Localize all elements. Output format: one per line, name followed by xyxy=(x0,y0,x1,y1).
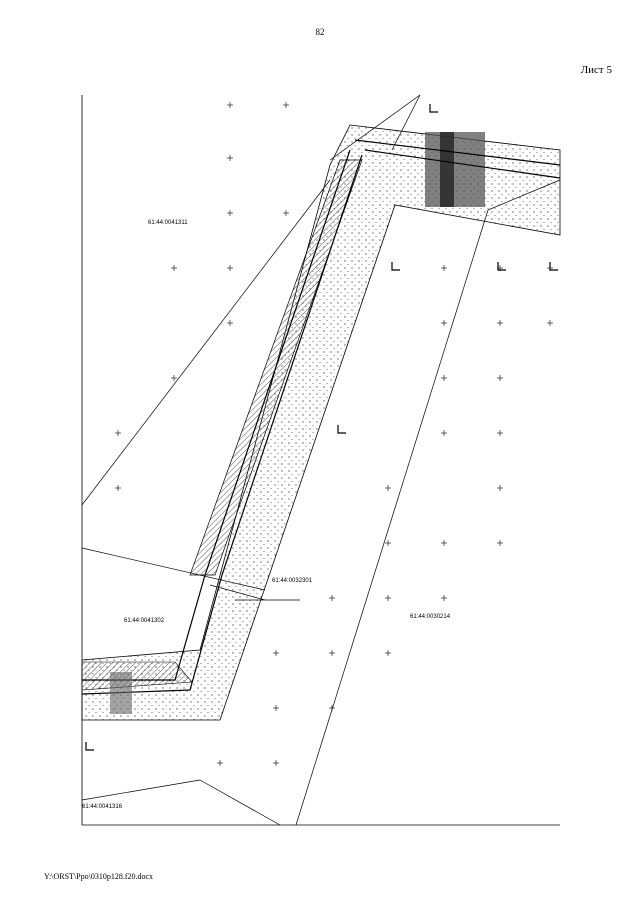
parcel-label: 61:44:0030214 xyxy=(410,614,451,620)
survey-marks xyxy=(85,104,558,751)
parcel-label: 61:44:0041316 xyxy=(82,804,123,810)
grid-crosses xyxy=(115,102,553,766)
page-number: 82 xyxy=(315,27,325,37)
parcel-label: 61:44:0032301 xyxy=(272,578,313,584)
water-crossing xyxy=(110,672,132,714)
railway-crossing xyxy=(425,132,485,207)
parcel-label: 61:44:0041311 xyxy=(148,220,188,226)
footer-path: Y:\ORST\Ppo\0310p128.f20.docx xyxy=(44,872,154,881)
parcel-label: 61:44:0041302 xyxy=(124,618,165,624)
sheet-label: Лист 5 xyxy=(580,64,612,76)
